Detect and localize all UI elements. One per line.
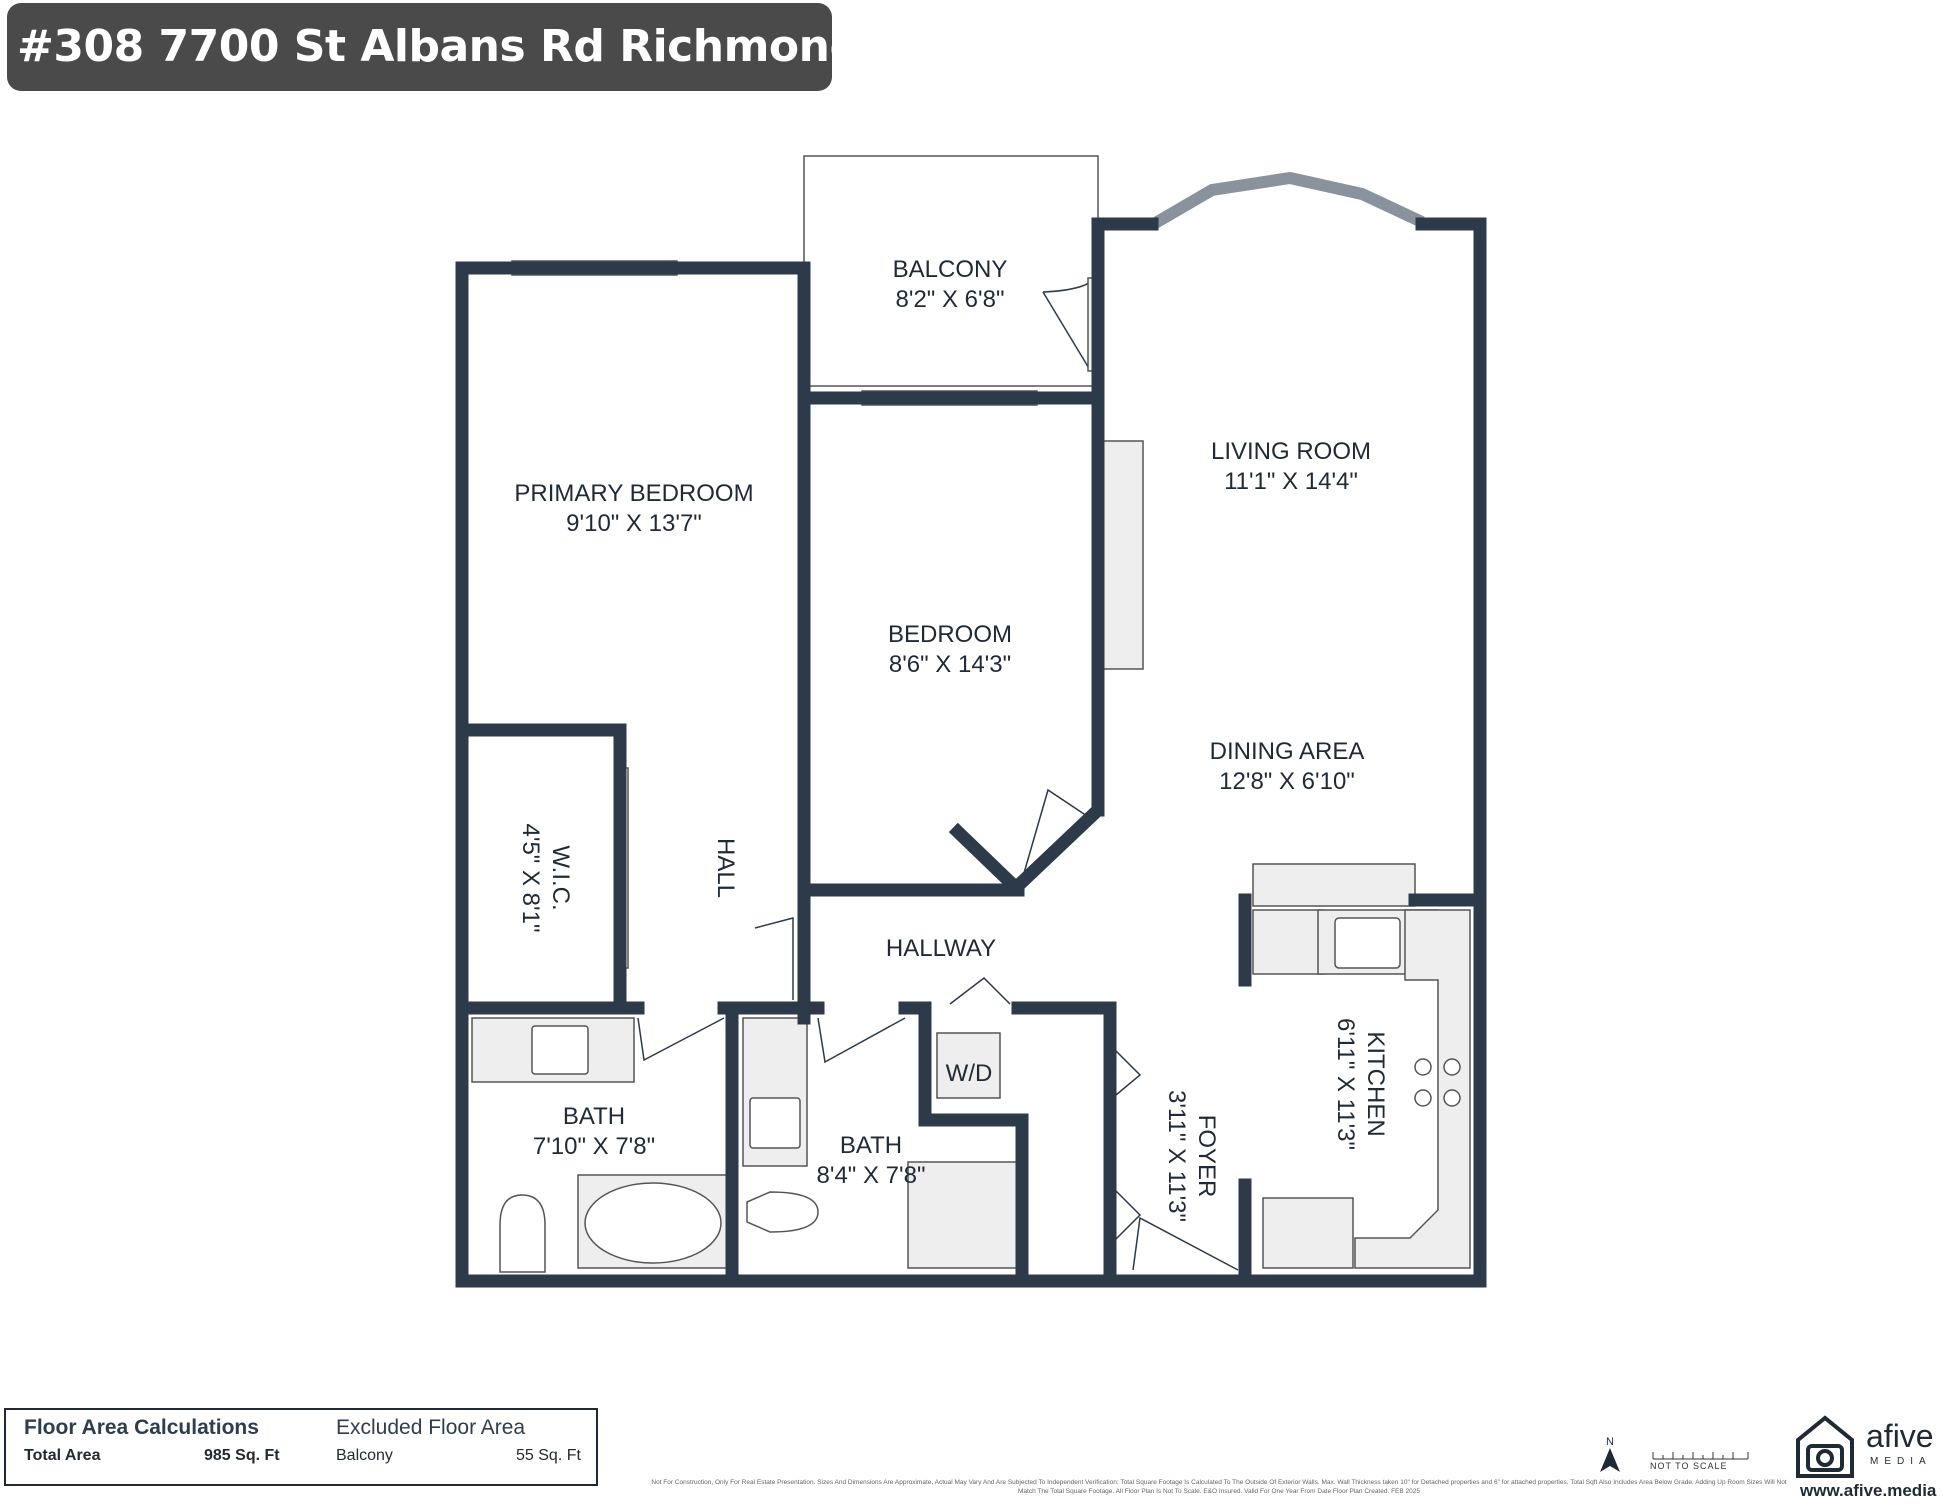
room-dims-kitchen: 6'11" X 11'3"	[1332, 1018, 1359, 1150]
door-swing-icon	[754, 917, 794, 1000]
total-area-value: 985 Sq. Ft	[204, 1447, 280, 1464]
room-label-balcony: BALCONY	[893, 256, 1008, 283]
walls	[455, 217, 1487, 1288]
door-swing-icon	[949, 977, 1011, 1005]
disclaimer: Not For Construction, Only For Real Esta…	[651, 1479, 1787, 1495]
room-dims-living-room: 11'1" X 14'4"	[1224, 468, 1358, 495]
room-dims-balcony: 8'2" X 6'8"	[896, 286, 1005, 313]
kitchen-upper-counter	[1252, 863, 1416, 907]
room-label-wd: W/D	[946, 1060, 993, 1087]
north-label: N	[1606, 1436, 1614, 1448]
compass: N	[1600, 1436, 1620, 1472]
wd-box	[936, 1032, 1001, 1099]
door-swing-icon	[1042, 291, 1091, 371]
room-label-bath-1: BATH	[563, 1103, 625, 1130]
door-swing-icon	[817, 1017, 906, 1064]
kitchen-sink	[1334, 917, 1401, 969]
door-swing-icon	[1132, 1216, 1239, 1271]
fridge	[1262, 1197, 1354, 1269]
room-dims-bath-2: 8'4" X 7'8"	[817, 1162, 926, 1189]
appliances	[499, 917, 1461, 1273]
logo-url[interactable]: www.afive.media	[1800, 1481, 1937, 1500]
door-swings	[637, 274, 1239, 1271]
room-label-hall: HALL	[712, 838, 739, 898]
wall	[455, 723, 627, 1012]
stove-burner-icon	[1443, 1058, 1461, 1076]
room-label-living-room: LIVING ROOM	[1211, 438, 1371, 465]
scale-bar-icon	[1652, 1452, 1749, 1460]
bay-window	[1148, 171, 1425, 231]
home-camera-icon	[1796, 1415, 1854, 1478]
excluded-label: Balcony	[336, 1447, 393, 1464]
room-label-foyer: FOYER	[1193, 1115, 1220, 1198]
wall	[898, 1001, 1029, 1288]
total-area-label: Total Area	[24, 1447, 101, 1464]
room-label-primary-bedroom: PRIMARY BEDROOM	[514, 480, 753, 507]
room-dims-wic: 4'5" X 8'1"	[517, 824, 544, 933]
wall	[1012, 391, 1105, 892]
room-dims-foyer: 3'11" X 11'3"	[1163, 1090, 1190, 1222]
door-swing-icon	[1109, 1184, 1142, 1246]
stove-burner-icon	[1443, 1089, 1461, 1107]
room-label-dining-area: DINING AREA	[1210, 738, 1365, 765]
bath2-shower	[907, 1161, 1019, 1269]
excluded-value: 55 Sq. Ft	[516, 1447, 581, 1464]
page-title: #308 7700 St Albans Rd Richmond	[7, 3, 861, 91]
room-dims-dining-area: 12'8" X 6'10"	[1219, 768, 1355, 795]
room-dims-bedroom: 8'6" X 14'3"	[889, 651, 1011, 678]
door-swing-icon	[1109, 1044, 1142, 1101]
room-label-bedroom: BEDROOM	[888, 621, 1012, 648]
wall	[670, 261, 811, 393]
room-labels: BALCONY 8'2" X 6'8" PRIMARY BEDROOM 9'10…	[514, 256, 1389, 1222]
wall	[1011, 1001, 1117, 1288]
bathtub-basin	[584, 1182, 722, 1264]
north-arrow-icon	[1600, 1448, 1620, 1472]
area-heading: Floor Area Calculations	[24, 1416, 259, 1439]
logo-name: afive	[1866, 1418, 1934, 1454]
room-label-kitchen: KITCHEN	[1362, 1031, 1389, 1136]
toilet-2	[746, 1191, 819, 1233]
wall	[948, 822, 1020, 892]
door-swing-icon	[637, 1017, 725, 1062]
room-label-wic: W.I.C.	[547, 845, 574, 910]
logo-sub: MEDIA	[1870, 1456, 1932, 1467]
room-label-bath-2: BATH	[840, 1132, 902, 1159]
floor-area-box: Floor Area Calculations Total Area 985 S…	[4, 1408, 598, 1486]
closet-shelf	[1102, 440, 1144, 670]
room-dims-bath-1: 7'10" X 7'8"	[533, 1133, 655, 1160]
excluded-heading: Excluded Floor Area	[336, 1416, 526, 1439]
wall	[797, 379, 1105, 405]
bath2-sink	[749, 1097, 801, 1149]
toilet-1	[499, 1194, 546, 1273]
bath1-sink	[531, 1025, 589, 1075]
kitchen-counter-left	[1252, 909, 1324, 975]
room-dims-primary-bedroom: 9'10" X 13'7"	[566, 510, 702, 537]
stove-burner-icon	[1414, 1058, 1432, 1076]
wall	[1091, 217, 1159, 405]
door-swing-icon	[1021, 788, 1094, 881]
kitchen-l-counter	[1354, 909, 1471, 1269]
room-label-hallway: HALLWAY	[886, 935, 996, 962]
scale-label: NOT TO SCALE	[1650, 1461, 1728, 1471]
stove-burner-icon	[1414, 1089, 1432, 1107]
